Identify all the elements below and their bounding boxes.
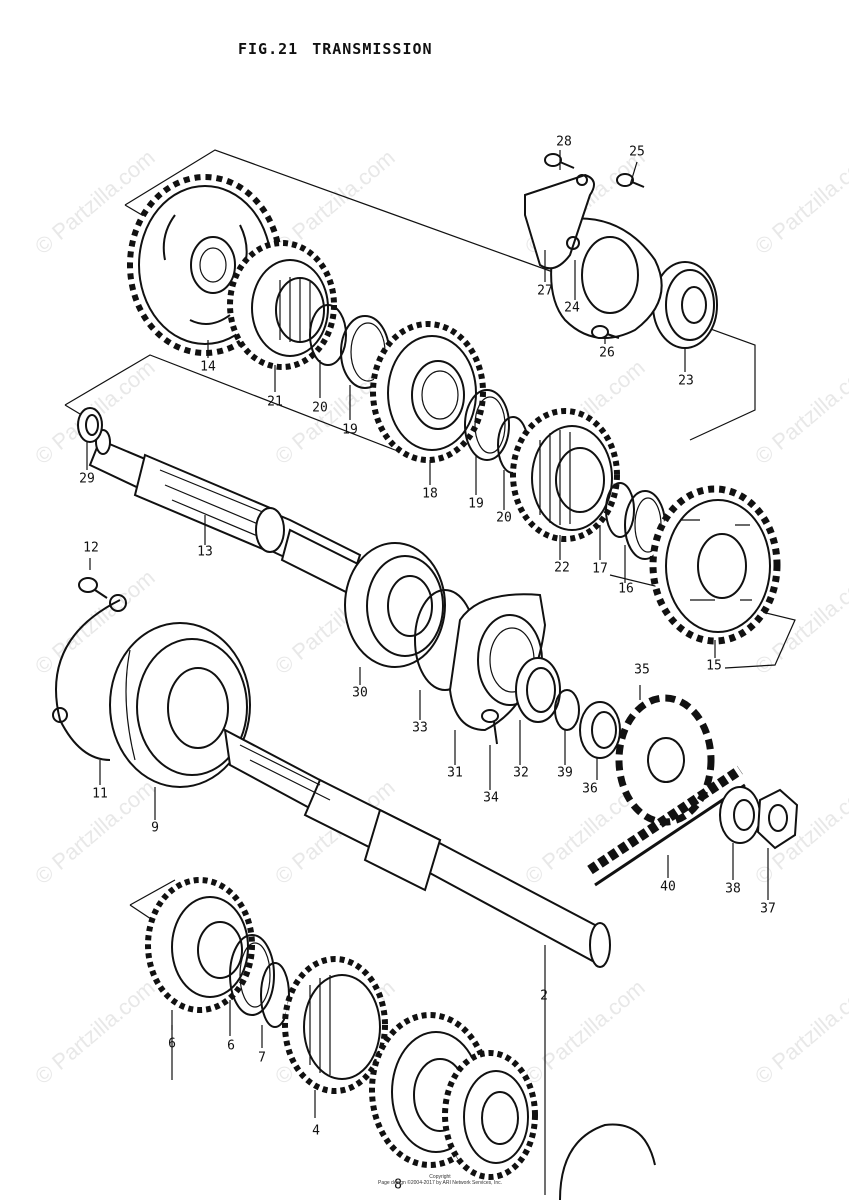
gear-4 [282, 956, 388, 1094]
part-label-36: 36 [582, 781, 598, 797]
driveshaft-2 [223, 728, 611, 968]
part-label-12: 12 [83, 540, 99, 556]
gear-21 [227, 240, 337, 370]
gear-22 [510, 408, 620, 542]
circlip-20 [309, 304, 347, 366]
part-label-38: 38 [725, 881, 741, 897]
part-label-19: 19 [342, 422, 358, 438]
copyright-line: Copyright [429, 1174, 451, 1180]
oil-seal-32 [515, 657, 561, 723]
stopper-27 [524, 173, 595, 270]
part-label-24: 24 [564, 300, 580, 316]
part-label-25: 25 [629, 144, 645, 160]
part-label-4: 4 [312, 1123, 320, 1139]
part-label-9: 9 [151, 820, 159, 836]
part-label-35: 35 [634, 662, 650, 678]
screw-26 [591, 325, 620, 339]
gear-15 [649, 485, 781, 645]
retainer-11 [52, 594, 127, 761]
screw-28 [544, 153, 575, 169]
part-label-20-second: 20 [496, 510, 512, 526]
gear-bottom [442, 1050, 538, 1180]
part-label-27: 27 [537, 283, 553, 299]
group-outline-lower [129, 879, 176, 906]
retainer-plate-24 [550, 217, 663, 339]
spacer-36 [579, 701, 621, 759]
washer-19-second [464, 389, 510, 461]
part-label-29: 29 [79, 471, 95, 487]
screw-25 [616, 173, 645, 188]
group-outline-upper [124, 149, 756, 441]
part-label-20: 20 [312, 400, 328, 416]
screw-12 [78, 577, 108, 599]
part-label-8: 8 [394, 1177, 402, 1193]
figure-title: FIG.21 TRANSMISSION [238, 40, 433, 58]
washer-6 [229, 934, 275, 1016]
part-label-13: 13 [197, 544, 213, 560]
part-label-31: 31 [447, 765, 463, 781]
part-label-26: 26 [599, 345, 615, 361]
o-ring-39 [554, 689, 580, 731]
part-label-34: 34 [483, 790, 499, 806]
part-label-15: 15 [706, 658, 722, 674]
part-label-14: 14 [200, 359, 216, 375]
countershaft-13 [88, 429, 362, 597]
oil-seal-29 [77, 407, 103, 443]
copyright-notice: Copyright Page design ©2004-2017 by ARI … [370, 1174, 510, 1186]
part-label-32: 32 [513, 765, 529, 781]
part-label-17: 17 [592, 561, 608, 577]
part-label-22: 22 [554, 560, 570, 576]
part-label-23: 23 [678, 373, 694, 389]
gear-18 [370, 321, 486, 463]
figure-heading: TRANSMISSION [312, 40, 433, 58]
part-label-33: 33 [412, 720, 428, 736]
group-outline-middle [64, 354, 396, 451]
part-label-40: 40 [660, 879, 676, 895]
circlip-7 [260, 962, 290, 1028]
part-label-39: 39 [557, 765, 573, 781]
washer-38 [719, 786, 761, 844]
nut-37 [756, 788, 799, 850]
part-label-37: 37 [760, 901, 776, 917]
part-label-16: 16 [618, 581, 634, 597]
figure-number: FIG.21 [238, 40, 299, 58]
part-label-28: 28 [556, 134, 572, 150]
bearing-30 [344, 542, 446, 668]
part-label-7: 7 [258, 1050, 266, 1066]
part-label-2: 2 [540, 988, 548, 1004]
gear-6 [145, 877, 255, 1013]
copyright-line: Page design ©2004-2017 by ARI Network Se… [377, 1180, 503, 1186]
bearing-23 [652, 261, 718, 349]
screw-34 [481, 709, 499, 745]
partial-part-bottom-right [559, 1123, 656, 1200]
part-label-18: 18 [422, 486, 438, 502]
bearing-9 [109, 622, 251, 788]
leader-lines [86, 150, 769, 1118]
circlip-17 [605, 482, 635, 538]
part-label-21: 21 [267, 394, 283, 410]
part-label-19-second: 19 [468, 496, 484, 512]
part-label-6-washer: 6 [227, 1038, 235, 1054]
part-label-6: 6 [168, 1036, 176, 1052]
part-label-11: 11 [92, 786, 108, 802]
part-label-30: 30 [352, 685, 368, 701]
